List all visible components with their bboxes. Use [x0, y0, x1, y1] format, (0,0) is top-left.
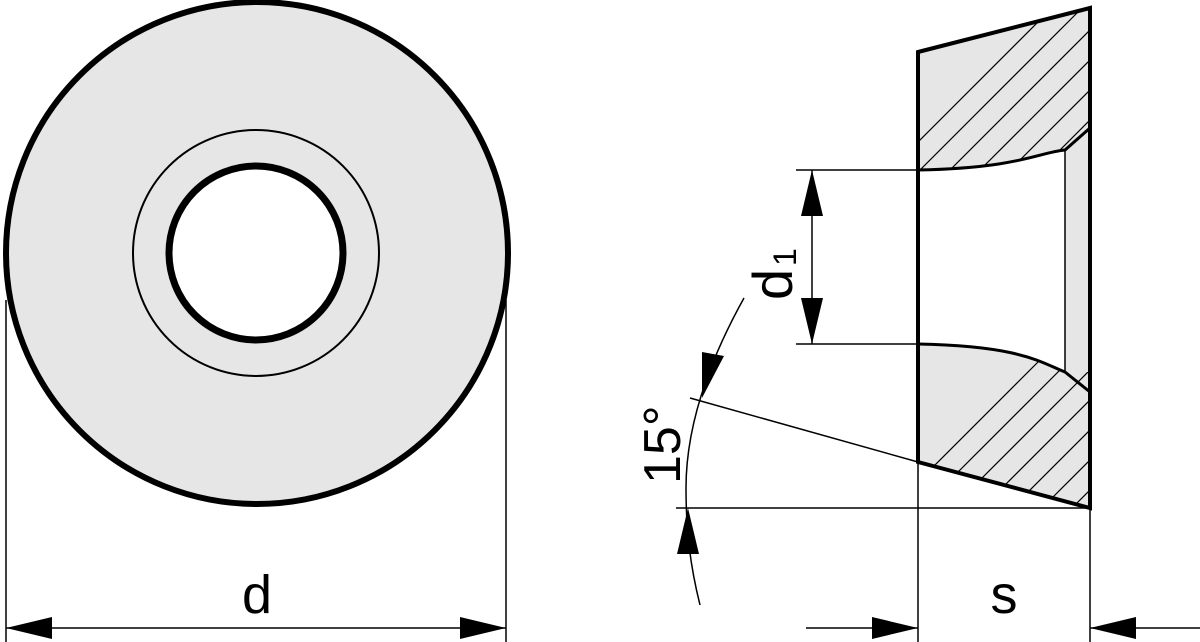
bore-edge-bottom [917, 342, 1091, 394]
bore-edge-top [917, 126, 1091, 172]
arrowhead-right [460, 617, 506, 639]
bore-channel [918, 150, 1065, 372]
s-arrowhead-right [1090, 617, 1136, 639]
diameter-dimension: d [5, 300, 507, 642]
front-view [3, 0, 511, 507]
countersink-circle [132, 129, 380, 377]
d1-label: d 1 [741, 248, 804, 300]
d1-arrowhead-top [801, 170, 823, 216]
bore-circle [165, 162, 347, 344]
angle-dimension: 15° [634, 297, 1090, 606]
d1-label-letter: d [741, 269, 804, 300]
s-arrowhead-left [872, 617, 918, 639]
arrowhead-left [6, 617, 52, 639]
angle-arrowhead-bottom [677, 508, 699, 554]
angle-reference-line-inclined [689, 397, 919, 463]
diameter-label: d [242, 565, 272, 625]
angle-arc [685, 297, 745, 606]
angle-label: 15° [634, 405, 692, 484]
thickness-label: s [991, 565, 1018, 625]
d1-label-subscript: 1 [767, 248, 803, 266]
thickness-dimension: s [806, 462, 1200, 642]
hole-diameter-dimension: d 1 [741, 169, 918, 345]
section-view [916, 5, 1092, 511]
angle-arrowhead-top [702, 352, 724, 398]
d1-arrowhead-bottom [801, 298, 823, 344]
